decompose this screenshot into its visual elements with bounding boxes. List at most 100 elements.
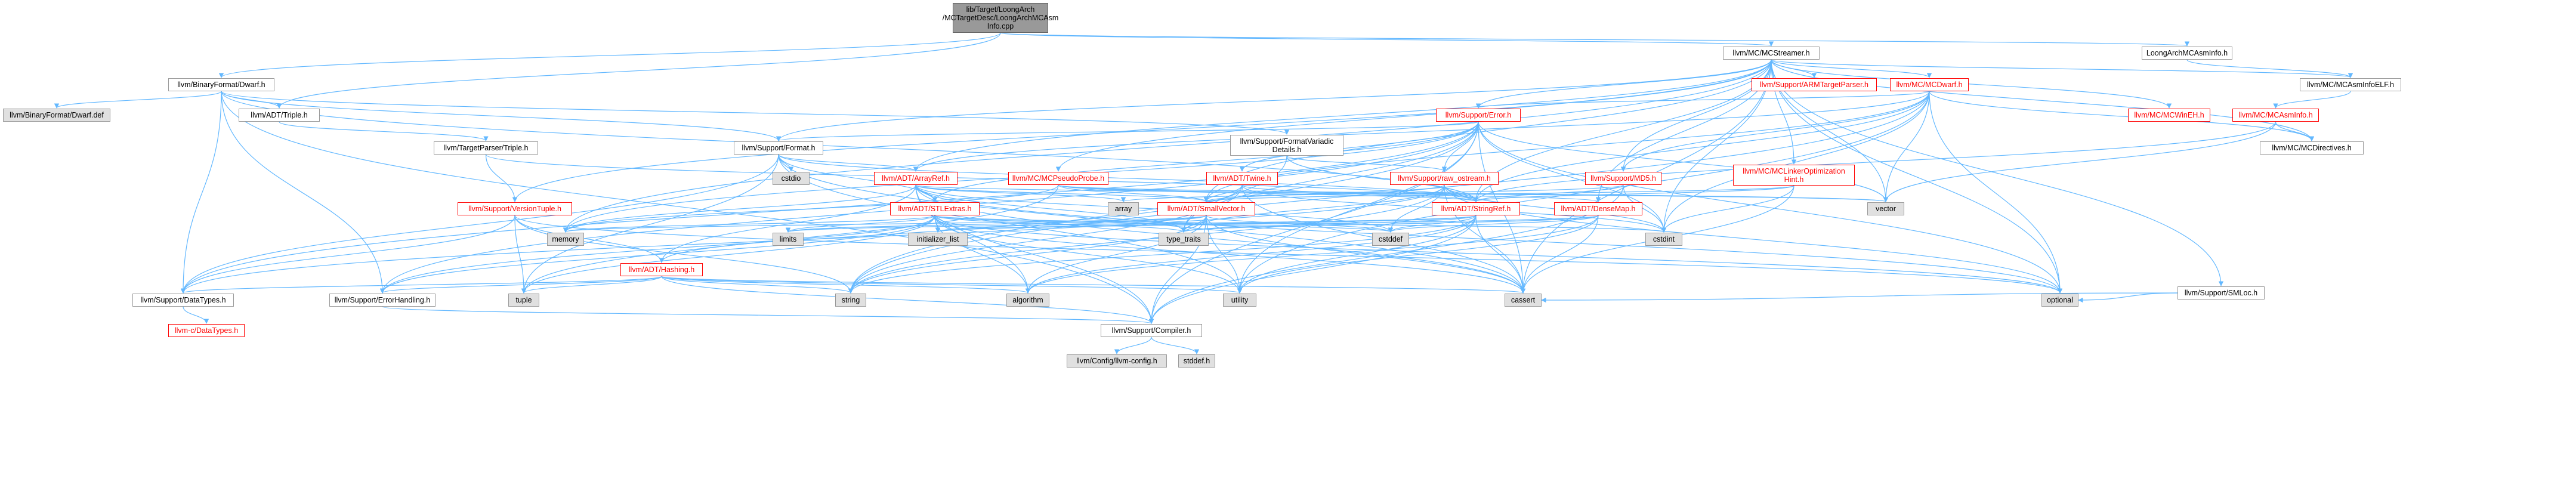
node-cassert: cassert <box>1505 294 1542 307</box>
node-armtargetparser-h[interactable]: llvm/Support/ARMTargetParser.h <box>1752 78 1877 91</box>
edge-error-to-stlextras <box>932 121 1479 202</box>
node-stlextras-h[interactable]: llvm/ADT/STLExtras.h <box>890 202 980 215</box>
edge-hashing-to-errhandling <box>380 276 662 294</box>
node-adt-triple-h[interactable]: llvm/ADT/Triple.h <box>239 109 320 122</box>
edge-mcstreamer-to-smloc <box>1771 59 2224 286</box>
node-formatvariadicdetails-h[interactable]: llvm/Support/FormatVariadic Details.h <box>1230 135 1343 156</box>
edge-errhandling-to-compiler <box>382 306 1154 324</box>
edge-linkeropt-to-cstdint <box>1661 185 1794 233</box>
node-array: array <box>1108 202 1139 215</box>
node-string: string <box>835 294 866 307</box>
node-format-h[interactable]: llvm/Support/Format.h <box>734 141 823 155</box>
node-llvm-c-datatypes-h[interactable]: llvm-c/DataTypes.h <box>168 324 245 337</box>
edge-format-to-tuple <box>521 154 779 294</box>
edge-stringref-to-limits <box>786 215 1477 233</box>
edge-linkeropt-to-smallvector <box>1204 185 1794 202</box>
edge-pseudoprobe-to-densemap <box>1058 184 1601 202</box>
edge-stringref-to-typetraits <box>1181 215 1477 233</box>
node-dwarf-def: llvm/BinaryFormat/Dwarf.def <box>3 109 110 122</box>
node-compiler-h[interactable]: llvm/Support/Compiler.h <box>1101 324 1202 337</box>
edge-pseudoprobe-to-memory <box>563 184 1059 233</box>
node-hashing-h[interactable]: llvm/ADT/Hashing.h <box>620 263 703 276</box>
edge-hashing-to-algorithm <box>661 276 1030 294</box>
edge-stlextras-to-cassert <box>934 215 1526 294</box>
node-twine-h[interactable]: llvm/ADT/Twine.h <box>1206 172 1278 185</box>
edge-stringref-to-cassert <box>1475 215 1526 294</box>
edge-mcdwarf-to-vector <box>1883 91 1930 202</box>
node-memory: memory <box>547 233 584 246</box>
edge-densemap-to-typetraits <box>1181 215 1599 233</box>
edge-error-to-format <box>776 121 1479 141</box>
edge-root-to-triple <box>276 32 1001 109</box>
edge-pseudoprobe-to-smallvector <box>1058 184 1209 202</box>
edge-hashing-to-utility <box>661 276 1242 294</box>
edge-smallvector-to-memory <box>563 215 1207 233</box>
node-tuple: tuple <box>508 294 539 307</box>
node-targetparser-triple-h[interactable]: llvm/TargetParser/Triple.h <box>434 141 538 155</box>
edge-arrayref-to-memory <box>563 184 916 233</box>
edge-linkeropt-to-stringref <box>1474 185 1794 202</box>
node-vector: vector <box>1867 202 1904 215</box>
node-smloc-h[interactable]: llvm/Support/SMLoc.h <box>2177 286 2265 300</box>
edge-smallvector-to-cassert <box>1206 215 1526 294</box>
edge-versiontuple-to-tuple <box>514 215 527 294</box>
edge-mcasminfo-to-vector <box>1883 121 2277 202</box>
node-algorithm: algorithm <box>1006 294 1049 307</box>
node-mcpseudoprobe-h[interactable]: llvm/MC/MCPseudoProbe.h <box>1008 172 1108 185</box>
edge-dwarf-to-dwarfdef <box>54 91 222 109</box>
edge-smloc-to-optional <box>2078 292 2178 303</box>
edge-root-to-dwarf <box>219 32 1001 78</box>
node-md5-h[interactable]: llvm/Support/MD5.h <box>1585 172 1661 185</box>
node-arrayref-h[interactable]: llvm/ADT/ArrayRef.h <box>874 172 957 185</box>
edge-pseudoprobe-to-vector <box>1058 184 1888 202</box>
node-mcstreamer-h[interactable]: llvm/MC/MCStreamer.h <box>1723 47 1820 60</box>
edge-mcstreamer-to-memory <box>563 59 1772 233</box>
edge-mcdwarf-to-cstdint <box>1661 91 1930 233</box>
edge-md5-to-stringref <box>1473 184 1624 202</box>
edge-mcstreamer-to-linkeropt <box>1771 59 1797 165</box>
edge-stringref-to-string <box>848 215 1477 294</box>
edge-stlextras-to-memory <box>563 215 935 233</box>
node-initializer-list: initializer_list <box>908 233 968 246</box>
edge-smallvector-to-utility <box>1206 215 1243 294</box>
edge-stlextras-to-typetraits <box>934 215 1186 233</box>
node-mcasminfoelf-h[interactable]: llvm/MC/MCAsmInfoELF.h <box>2300 78 2401 91</box>
edge-error-to-twine <box>1239 121 1479 172</box>
edge-stringref-to-algorithm <box>1025 215 1477 294</box>
node-smallvector-h[interactable]: llvm/ADT/SmallVector.h <box>1157 202 1255 215</box>
edge-dwarf-to-compiler <box>221 91 1154 324</box>
edge-fmtvariadic-to-rawostream <box>1286 155 1447 172</box>
node-stringref-h[interactable]: llvm/ADT/StringRef.h <box>1432 202 1520 215</box>
node-root-file[interactable]: lib/Target/LoongArch /MCTargetDesc/Loong… <box>943 3 1058 33</box>
edge-arrayref-to-hashing <box>659 184 916 263</box>
node-versiontuple-h[interactable]: llvm/Support/VersionTuple.h <box>458 202 572 215</box>
node-datatypes-h[interactable]: llvm/Support/DataTypes.h <box>132 294 234 307</box>
node-mcasminfo-h[interactable]: llvm/MC/MCAsmInfo.h <box>2232 109 2319 122</box>
edge-lamcasminfo-to-mcasminfoelf <box>2186 59 2353 78</box>
edge-stlextras-to-cstddef <box>934 215 1393 233</box>
edge-error-to-utility <box>1237 121 1479 294</box>
node-errorhandling-h[interactable]: llvm/Support/ErrorHandling.h <box>329 294 435 307</box>
node-error-h[interactable]: llvm/Support/Error.h <box>1436 109 1521 122</box>
edge-stringref-to-cstddef <box>1388 215 1477 233</box>
edge-mcdwarf-to-optional <box>1929 91 2063 294</box>
edge-mcdwarf-to-error <box>1476 91 1930 109</box>
node-cstddef: cstddef <box>1372 233 1409 246</box>
edge-mcdwarf-to-mcdirectives <box>1929 91 2315 141</box>
node-mcdirectives-h[interactable]: llvm/MC/MCDirectives.h <box>2260 141 2364 155</box>
node-mcdwarf-h[interactable]: llvm/MC/MCDwarf.h <box>1890 78 1969 91</box>
edge-stlextras-to-errhandling <box>379 215 935 294</box>
edge-stlextras-to-optional <box>934 215 2062 294</box>
node-raw-ostream-h[interactable]: llvm/Support/raw_ostream.h <box>1390 172 1499 185</box>
edge-mcasminfoelf-to-mcasminfo <box>2273 91 2351 109</box>
node-mclinkeroptimizationhint-h[interactable]: llvm/MC/MCLinkerOptimization Hint.h <box>1733 165 1855 186</box>
edge-mcasminfo-to-stringref <box>1473 121 2277 202</box>
node-mcwineh-h[interactable]: llvm/MC/MCWinEH.h <box>2128 109 2210 122</box>
edge-stringref-to-compiler <box>1148 215 1477 324</box>
node-dwarf-h[interactable]: llvm/BinaryFormat/Dwarf.h <box>168 78 274 91</box>
edge-arrayref-to-array <box>915 184 1126 202</box>
edge-versiontuple-to-optional <box>514 215 2062 294</box>
node-densemap-h[interactable]: llvm/ADT/DenseMap.h <box>1554 202 1642 215</box>
node-loongarch-mcasminfo-h[interactable]: LoongArchMCAsmInfo.h <box>2142 47 2232 60</box>
edge-dwarf-to-errhandling <box>221 91 385 294</box>
